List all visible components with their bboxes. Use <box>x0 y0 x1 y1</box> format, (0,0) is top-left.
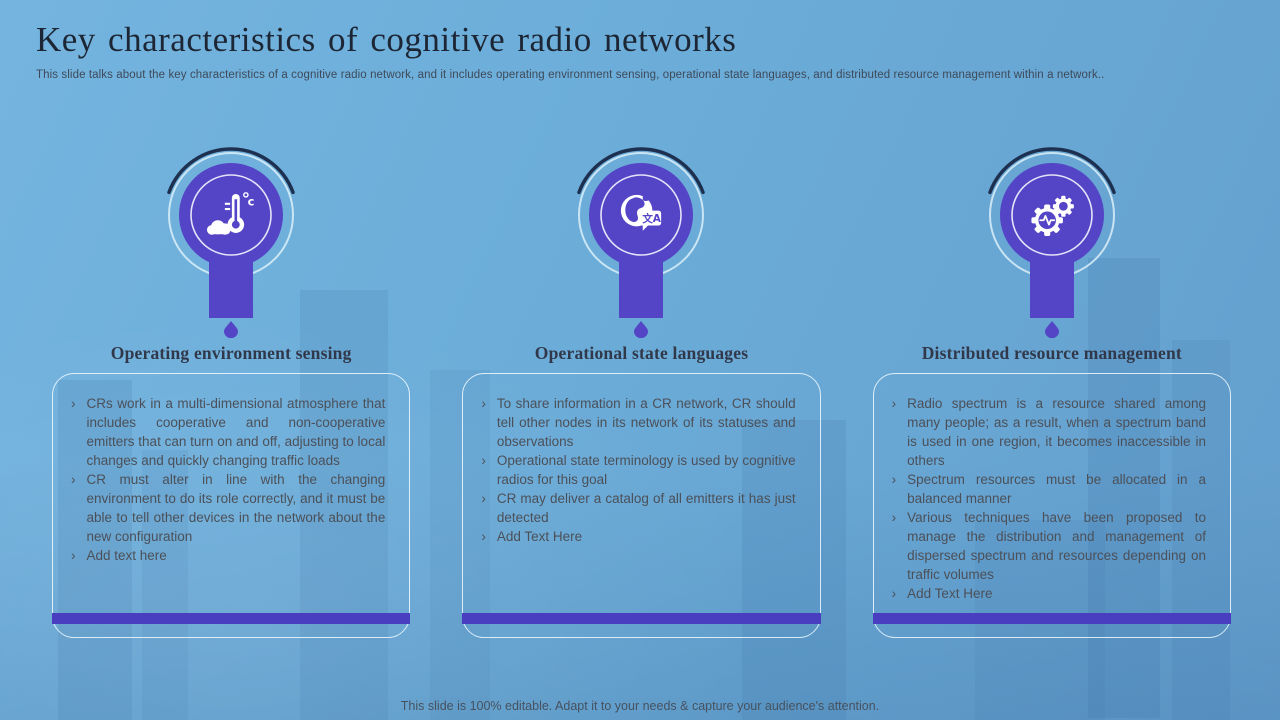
slide-header: Key characteristics of cognitive radio n… <box>36 20 1244 81</box>
list-item: › Operational state terminology is used b… <box>481 451 795 489</box>
text-box: › CRs work in a multi-dimensional atmosph… <box>52 373 411 638</box>
add-text-placeholder[interactable]: Add Text Here <box>496 529 583 544</box>
column-heading: Operational state languages <box>534 343 749 363</box>
list-item[interactable]: › Add Text Here <box>892 584 1206 603</box>
list-item[interactable]: › Add Text Here <box>481 527 795 546</box>
text-box: › To share information in a CR network, C… <box>462 373 821 638</box>
column-heading: Distributed resource management <box>921 343 1182 363</box>
bullet-list: › To share information in a CR network, C… <box>481 394 795 546</box>
svg-text:c: c <box>248 194 255 208</box>
gears-signal-icon <box>988 147 1116 338</box>
bullet-marker: › <box>71 472 76 487</box>
bullet-list: › Radio spectrum is a resource shared amo… <box>892 394 1206 603</box>
slide-subtitle: This slide talks about the key character… <box>36 69 1105 81</box>
bullet-marker: › <box>891 472 897 487</box>
bullet-text: Spectrum resources must be allocated in … <box>907 472 1206 506</box>
list-item: › CR must alter in line with the changing… <box>71 470 385 546</box>
list-item: › Radio spectrum is a resource shared amo… <box>892 394 1206 470</box>
bullet-text: CR must alter in line with the changing … <box>86 472 386 544</box>
list-item: › Various techniques have been proposed t… <box>892 508 1206 584</box>
bullet-marker: › <box>891 396 897 411</box>
page-title: Key characteristics of cognitive radio n… <box>36 20 737 59</box>
bullet-marker: › <box>71 396 76 411</box>
bullet-text: CR may deliver a catalog of all emitters… <box>496 491 796 525</box>
list-item[interactable]: › Add text here <box>71 546 385 565</box>
slide-footer-note: This slide is 100% editable. Adapt it to… <box>400 699 880 713</box>
list-item: › Spectrum resources must be allocated in… <box>892 470 1206 508</box>
accent-bar <box>872 613 1231 624</box>
column-operational-state-languages: 文A Operational state languages › To share… <box>462 146 821 638</box>
list-item: › CRs work in a multi-dimensional atmosph… <box>71 394 385 470</box>
bullet-marker: › <box>891 586 897 601</box>
bullet-marker: › <box>481 491 486 506</box>
accent-bar <box>462 613 821 624</box>
text-box: › Radio spectrum is a resource shared amo… <box>872 373 1231 638</box>
list-item: › To share information in a CR network, C… <box>481 394 795 451</box>
bullet-marker: › <box>481 396 486 411</box>
bullet-text: CRs work in a multi-dimensional atmosphe… <box>86 396 386 468</box>
thermometer-cloud-icon: c <box>167 147 295 338</box>
bullet-text: Radio spectrum is a resource shared amon… <box>907 396 1206 468</box>
add-text-placeholder[interactable]: Add Text Here <box>907 586 993 601</box>
add-text-placeholder[interactable]: Add text here <box>86 548 167 563</box>
bullet-text: Operational state terminology is used by… <box>496 453 796 487</box>
bullet-text: Various techniques have been proposed to… <box>907 510 1206 582</box>
list-item: › CR may deliver a catalog of all emitter… <box>481 489 795 527</box>
column-heading: Operating environment sensing <box>110 343 352 363</box>
bullet-list: › CRs work in a multi-dimensional atmosph… <box>71 394 385 565</box>
accent-bar <box>52 613 411 624</box>
column-distributed-resource-management: Distributed resource management › Radio s… <box>872 146 1231 638</box>
svg-text:文A: 文A <box>642 212 662 225</box>
columns-row: c Operating environment sensing › CRs wor… <box>52 146 1231 638</box>
bullet-marker: › <box>891 510 897 525</box>
bullet-marker: › <box>71 548 76 563</box>
column-operating-environment-sensing: c Operating environment sensing › CRs wor… <box>52 146 411 638</box>
globe-translate-icon: 文A <box>577 147 706 338</box>
bullet-text: To share information in a CR network, CR… <box>496 396 796 449</box>
bullet-marker: › <box>481 529 486 544</box>
bullet-marker: › <box>481 453 486 468</box>
